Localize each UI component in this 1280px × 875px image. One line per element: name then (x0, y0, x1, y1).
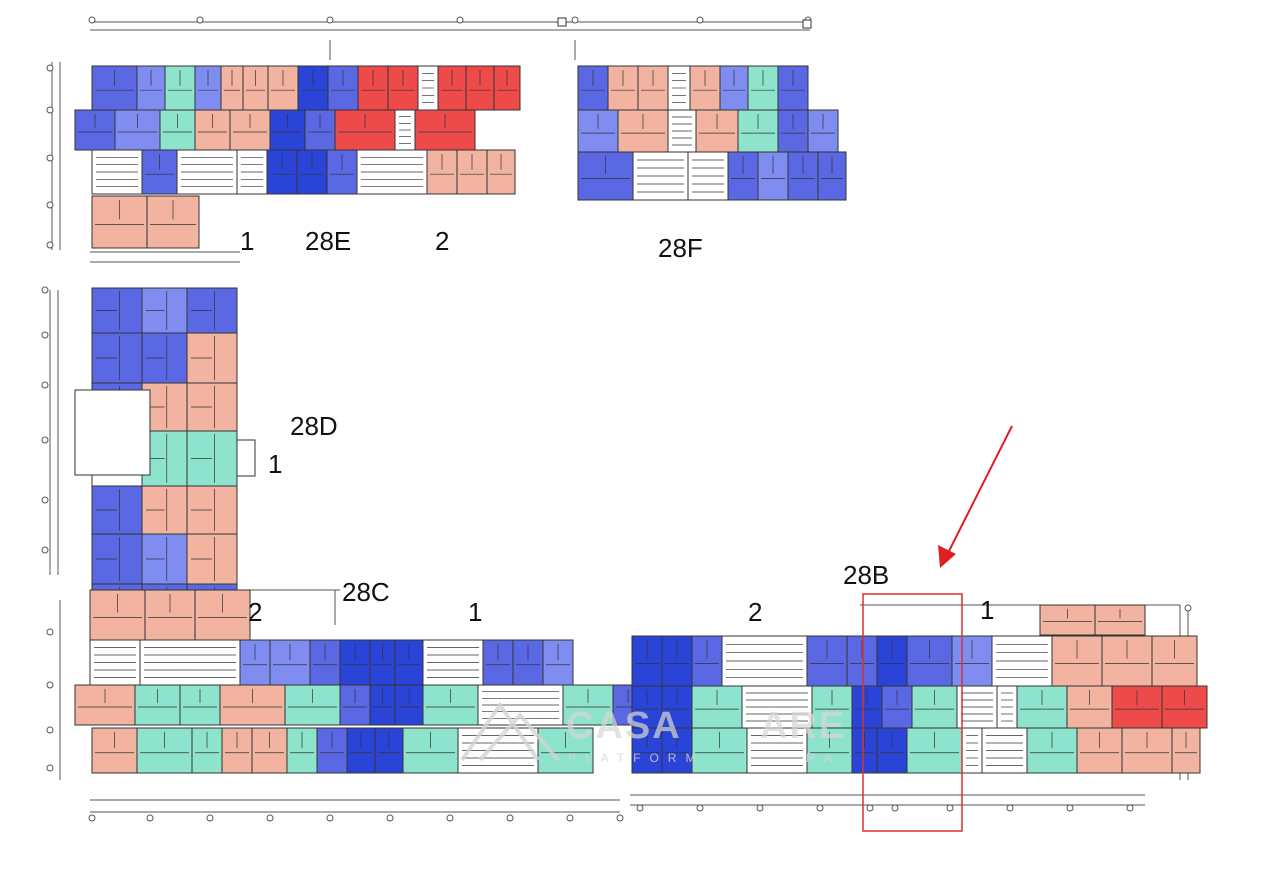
watermark-subtitle-tail: RA (806, 751, 841, 765)
pointer-arrow (938, 425, 1013, 568)
stair-core (236, 439, 256, 477)
label-d-entrance-1: 1 (268, 449, 282, 479)
label-building-28f: 28F (658, 233, 703, 263)
section-labels: 1 28E 2 28F 28D 1 2 28C 1 2 28B 1 (240, 226, 994, 627)
label-c-entrance-2: 2 (248, 597, 262, 627)
corner-marker (557, 17, 567, 27)
label-b-entrance-1: 1 (980, 595, 994, 625)
dimension-lines (49, 21, 1189, 813)
label-b-entrance-2: 2 (748, 597, 762, 627)
label-building-28b: 28B (843, 560, 889, 590)
watermark-brand: CASA (566, 705, 682, 747)
highlight-box (862, 593, 963, 832)
apartment-unit (537, 727, 594, 774)
watermark-logo (460, 701, 560, 762)
grid-axis-markers (41, 16, 1192, 822)
apartment-unit (817, 151, 847, 201)
building-28f (577, 65, 847, 201)
stair-core (74, 389, 151, 476)
label-e-entrance-1: 1 (240, 226, 254, 256)
label-building-28e: 28E (305, 226, 351, 256)
watermark-brand-tail: ARE (760, 705, 846, 747)
watermark-subtitle: PLATFORM (568, 751, 704, 765)
label-c-entrance-1: 1 (468, 597, 482, 627)
building-28d (74, 287, 256, 633)
apartment-unit (695, 109, 739, 153)
building-28e (74, 65, 521, 249)
watermark: CASA ARE PLATFORM RA (460, 701, 846, 765)
apartment-unit (562, 684, 614, 726)
building-28b (631, 604, 1208, 774)
label-building-28d: 28D (290, 411, 338, 441)
label-e-entrance-2: 2 (435, 226, 449, 256)
building-28c (74, 589, 644, 774)
label-building-28c: 28C (342, 577, 390, 607)
corner-marker (802, 19, 812, 29)
